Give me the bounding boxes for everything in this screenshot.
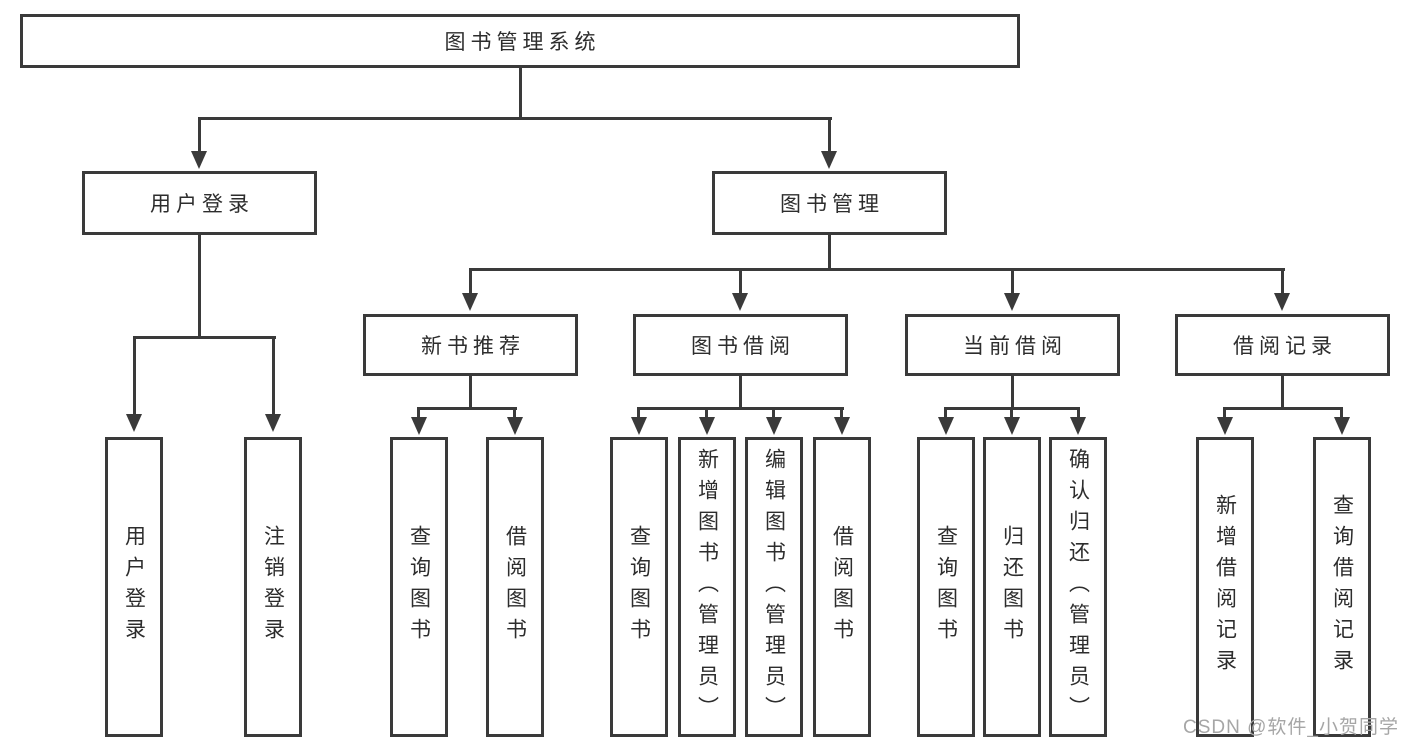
- connector-drop-current-borrow: [1011, 268, 1014, 296]
- connector-drop-cb-query: [944, 407, 947, 419]
- arrow-down-nbr-borrow: [507, 417, 523, 435]
- connector-drop-bb-edit: [772, 407, 775, 419]
- node-new-book-rec: 新书推荐: [363, 314, 578, 376]
- arrow-down-bb-add: [699, 417, 715, 435]
- connector-drop-nbr-borrow: [513, 407, 516, 419]
- connector-drop-book-mgmt: [828, 117, 831, 153]
- arrow-down-borrow-records: [1274, 293, 1290, 311]
- arrow-down-bb-borrow: [834, 417, 850, 435]
- arrow-down-br-add: [1217, 417, 1233, 435]
- arrow-down-cb-confirm: [1070, 417, 1086, 435]
- arrow-down-book-borrow: [732, 293, 748, 311]
- connector-drop-cb-confirm: [1077, 407, 1080, 419]
- leaf-bb-add-book-admin: 新增图书（管理员）: [678, 437, 736, 737]
- leaf-nbr-borrow-books: 借阅图书: [486, 437, 544, 737]
- leaf-bb-borrow-books: 借阅图书: [813, 437, 871, 737]
- connector-root-stem: [519, 68, 522, 120]
- csdn-watermark: CSDN @软件_小贺同学: [1183, 717, 1399, 738]
- connector-drop-br-query: [1340, 407, 1343, 419]
- leaf-cb-query-books: 查询图书: [917, 437, 975, 737]
- arrow-down-bb-query: [631, 417, 647, 435]
- leaf-nbr-query-books: 查询图书: [390, 437, 448, 737]
- leaf-bb-query-books: 查询图书: [610, 437, 668, 737]
- connector-drop-user-login: [198, 117, 201, 153]
- connector-drop-bb-query: [637, 407, 640, 419]
- connector-drop-book-borrow: [739, 268, 742, 296]
- leaf-cb-confirm-return-admin: 确认归还（管理员）: [1049, 437, 1107, 737]
- node-current-borrow: 当前借阅: [905, 314, 1120, 376]
- node-user-login: 用户登录: [82, 171, 317, 235]
- leaf-user-login: 用户登录: [105, 437, 163, 737]
- connector-drop-br-add: [1223, 407, 1226, 419]
- leaf-logout: 注销登录: [244, 437, 302, 737]
- node-book-borrow: 图书借阅: [633, 314, 848, 376]
- arrow-down-user-login: [191, 151, 207, 169]
- leaf-bb-edit-book-admin: 编辑图书（管理员）: [745, 437, 803, 737]
- connector-user-login-bar: [133, 336, 276, 339]
- connector-user-login-stem: [198, 235, 201, 339]
- arrow-down-leaf-user-login: [126, 414, 142, 432]
- arrow-down-nbr-query: [411, 417, 427, 435]
- node-root: 图书管理系统: [20, 14, 1020, 68]
- connector-bb-stem: [739, 376, 742, 410]
- node-borrow-records: 借阅记录: [1175, 314, 1390, 376]
- arrow-down-cb-query: [938, 417, 954, 435]
- arrow-down-new-book-rec: [462, 293, 478, 311]
- connector-drop-nbr-query: [417, 407, 420, 419]
- connector-br-stem: [1281, 376, 1284, 410]
- connector-book-mgmt-stem: [828, 235, 831, 271]
- connector-drop-bb-add: [705, 407, 708, 419]
- leaf-cb-return-books: 归还图书: [983, 437, 1041, 737]
- arrow-down-book-mgmt: [821, 151, 837, 169]
- arrow-down-cb-return: [1004, 417, 1020, 435]
- connector-nbr-stem: [469, 376, 472, 410]
- connector-level3-bar: [469, 268, 1285, 271]
- leaf-br-add-record: 新增借阅记录: [1196, 437, 1254, 737]
- node-book-mgmt: 图书管理: [712, 171, 947, 235]
- arrow-down-leaf-logout: [265, 414, 281, 432]
- arrow-down-current-borrow: [1004, 293, 1020, 311]
- connector-drop-borrow-records: [1281, 268, 1284, 296]
- connector-level2-bar: [198, 117, 832, 120]
- arrow-down-bb-edit: [766, 417, 782, 435]
- leaf-br-query-record: 查询借阅记录: [1313, 437, 1371, 737]
- arrow-down-br-query: [1334, 417, 1350, 435]
- connector-cb-stem: [1011, 376, 1014, 410]
- connector-bb-bar: [637, 407, 844, 410]
- connector-drop-bb-borrow: [840, 407, 843, 419]
- connector-br-bar: [1223, 407, 1343, 410]
- connector-drop-leaf-logout: [272, 336, 275, 416]
- connector-drop-leaf-user-login: [133, 336, 136, 416]
- connector-drop-cb-return: [1010, 407, 1013, 419]
- connector-nbr-bar: [417, 407, 517, 410]
- connector-drop-new-book-rec: [469, 268, 472, 296]
